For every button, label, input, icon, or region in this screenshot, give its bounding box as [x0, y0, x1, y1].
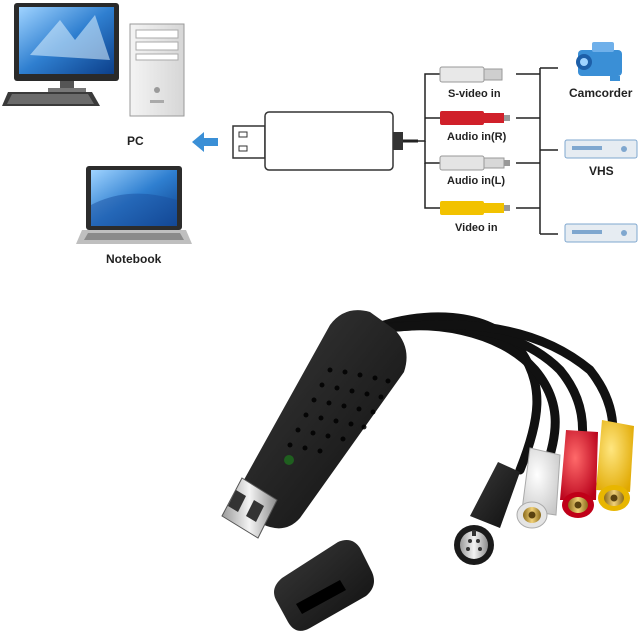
dvd-player-icon	[564, 223, 638, 243]
left-arrow-icon	[192, 132, 218, 152]
connector-audio-r-icon	[440, 111, 510, 125]
usb-plug	[221, 477, 278, 539]
camcorder-icon	[576, 42, 622, 81]
product-photo	[221, 310, 634, 631]
keyboard-icon	[2, 92, 100, 106]
label-pc: PC	[127, 134, 144, 148]
rca-red-connector	[560, 430, 598, 518]
label-vhs: VHS	[589, 164, 614, 178]
label-audio-in-r: Audio in(R)	[447, 131, 507, 143]
adapter-body	[238, 310, 407, 529]
label-notebook: Notebook	[106, 252, 162, 266]
pc-illustration	[2, 3, 185, 117]
connector-video-icon	[440, 201, 510, 215]
tower-icon	[129, 23, 185, 117]
vent-holes	[287, 367, 391, 454]
connector-audio-l-icon	[439, 155, 510, 171]
led-indicator	[284, 455, 294, 465]
monitor-icon	[14, 3, 119, 92]
usb-cap	[274, 540, 374, 631]
adapter-schematic	[232, 73, 440, 209]
connector-s-video-icon	[439, 66, 503, 83]
label-s-video-in: S-video in	[448, 88, 501, 100]
rca-white-connector	[516, 447, 561, 529]
usb-plug-outline	[232, 125, 266, 159]
label-video-in: Video in	[455, 222, 498, 234]
cables	[365, 312, 618, 475]
device-connection-lines	[516, 67, 558, 235]
rca-yellow-connector	[596, 420, 634, 511]
label-audio-in-l: Audio in(L)	[447, 175, 506, 187]
adapter-body-outline	[264, 111, 394, 171]
vhs-player-icon	[564, 139, 638, 159]
s-video-connector	[454, 462, 520, 565]
label-camcorder: Camcorder	[569, 86, 633, 100]
notebook-illustration	[76, 166, 192, 244]
